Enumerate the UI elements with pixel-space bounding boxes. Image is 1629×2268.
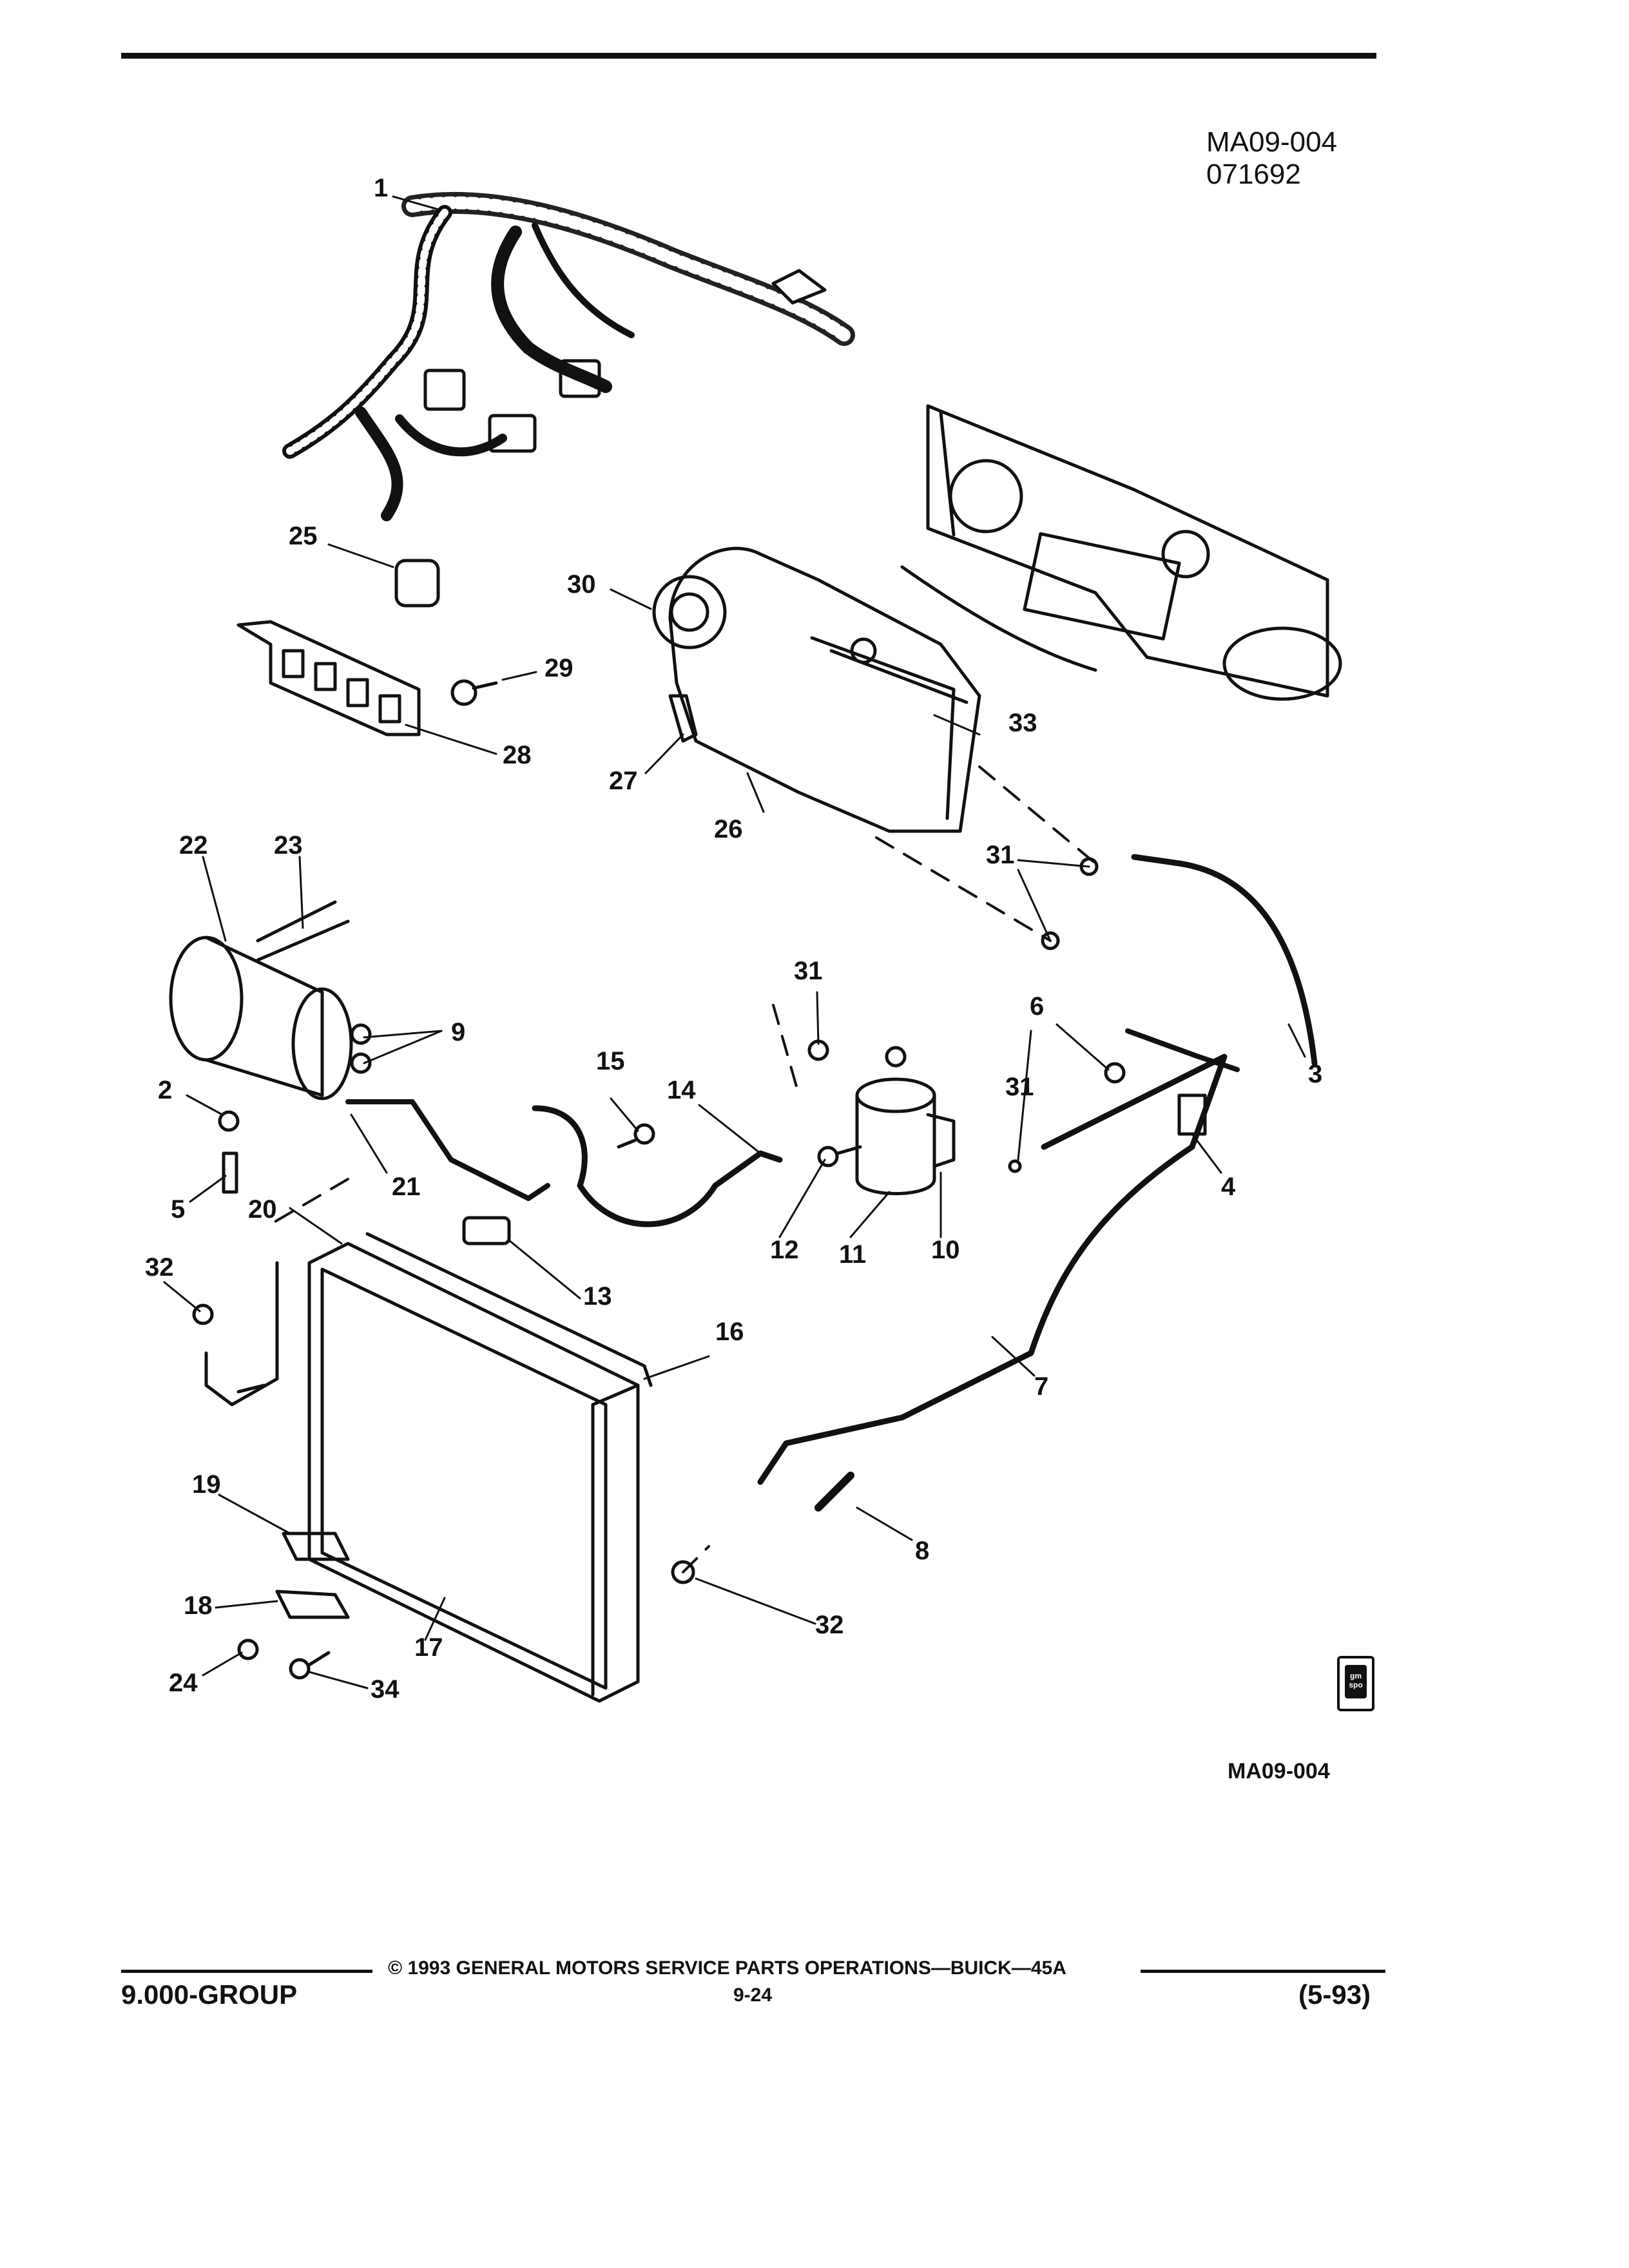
callout-16: 16	[715, 1318, 744, 1346]
callout-5: 5	[171, 1195, 186, 1224]
callout-12: 12	[770, 1236, 799, 1264]
footer-date: (5-93)	[1298, 1979, 1371, 2010]
callout-27: 27	[609, 767, 638, 795]
footer-page: 9-24	[733, 1984, 773, 2006]
callout-29: 29	[545, 654, 574, 682]
pressure-switch	[462, 1216, 511, 1245]
callout-19: 19	[192, 1470, 221, 1499]
callout-22: 22	[179, 831, 208, 860]
nut-24	[237, 1639, 259, 1660]
compressor	[169, 900, 372, 1100]
callout-24: 24	[169, 1669, 198, 1697]
line-14	[532, 1105, 783, 1227]
callout-17: 17	[414, 1633, 443, 1662]
callout-32b: 32	[815, 1611, 844, 1639]
callout-33: 33	[1008, 709, 1037, 737]
footer-copyright: © 1993 GENERAL MOTORS SERVICE PARTS OPER…	[388, 1957, 1066, 1979]
callout-25: 25	[289, 522, 318, 550]
condenser	[204, 1232, 653, 1703]
wiring-harness	[282, 191, 855, 521]
seal-ring	[671, 1560, 695, 1584]
callout-18: 18	[184, 1591, 213, 1620]
line-21	[345, 1099, 550, 1201]
bolts	[218, 1039, 1126, 1194]
callout-14: 14	[667, 1076, 696, 1104]
gm-spo-badge-icon: gm spo	[1337, 1656, 1374, 1711]
insulator	[282, 1532, 350, 1561]
retainer-clip	[394, 559, 440, 608]
callout-23: 23	[274, 831, 303, 860]
callout-9: 9	[451, 1018, 466, 1046]
figure-ref-date: 071692	[1206, 159, 1301, 190]
stud-8	[815, 1472, 854, 1512]
callout-4: 4	[1221, 1173, 1236, 1201]
top-rule	[121, 53, 1376, 59]
callout-21: 21	[392, 1173, 421, 1201]
bolt-34	[289, 1651, 331, 1680]
callout-28: 28	[503, 741, 532, 769]
callout-3: 3	[1308, 1060, 1323, 1088]
callout-11: 11	[839, 1240, 867, 1269]
gm-spo-badge-text: gm spo	[1345, 1665, 1367, 1698]
accumulator	[855, 1046, 956, 1195]
hose-3	[1131, 854, 1318, 1066]
callout-15: 15	[596, 1047, 625, 1075]
footer-group: 9.000-GROUP	[121, 1979, 298, 2010]
callout-30: 30	[567, 570, 596, 599]
line-7	[757, 1053, 1228, 1485]
callout-6: 6	[1030, 992, 1045, 1021]
bottom-figure-ref: MA09-004	[1228, 1759, 1330, 1783]
wiring-bracket	[236, 620, 421, 736]
callout-20: 20	[248, 1195, 277, 1224]
callout-13: 13	[583, 1282, 612, 1311]
figure-ref-code: MA09-004	[1206, 126, 1338, 158]
callout-10: 10	[931, 1236, 960, 1264]
callout-31c: 31	[1005, 1073, 1034, 1101]
evaporator-module	[652, 546, 981, 833]
callout-7: 7	[1034, 1372, 1049, 1401]
callout-34: 34	[371, 1675, 400, 1704]
callout-26: 26	[714, 815, 743, 843]
screw-29	[450, 679, 498, 706]
footer-rule-left	[121, 1970, 372, 1973]
callout-31a: 31	[986, 841, 1015, 869]
callout-8: 8	[915, 1537, 930, 1565]
callout-2: 2	[158, 1076, 173, 1104]
callout-1: 1	[374, 174, 389, 202]
callout-31b: 31	[794, 957, 823, 985]
callout-32a: 32	[145, 1253, 174, 1282]
footer-rule-right	[1141, 1970, 1385, 1973]
firewall-panel	[900, 404, 1342, 701]
condenser-bracket	[275, 1590, 350, 1619]
